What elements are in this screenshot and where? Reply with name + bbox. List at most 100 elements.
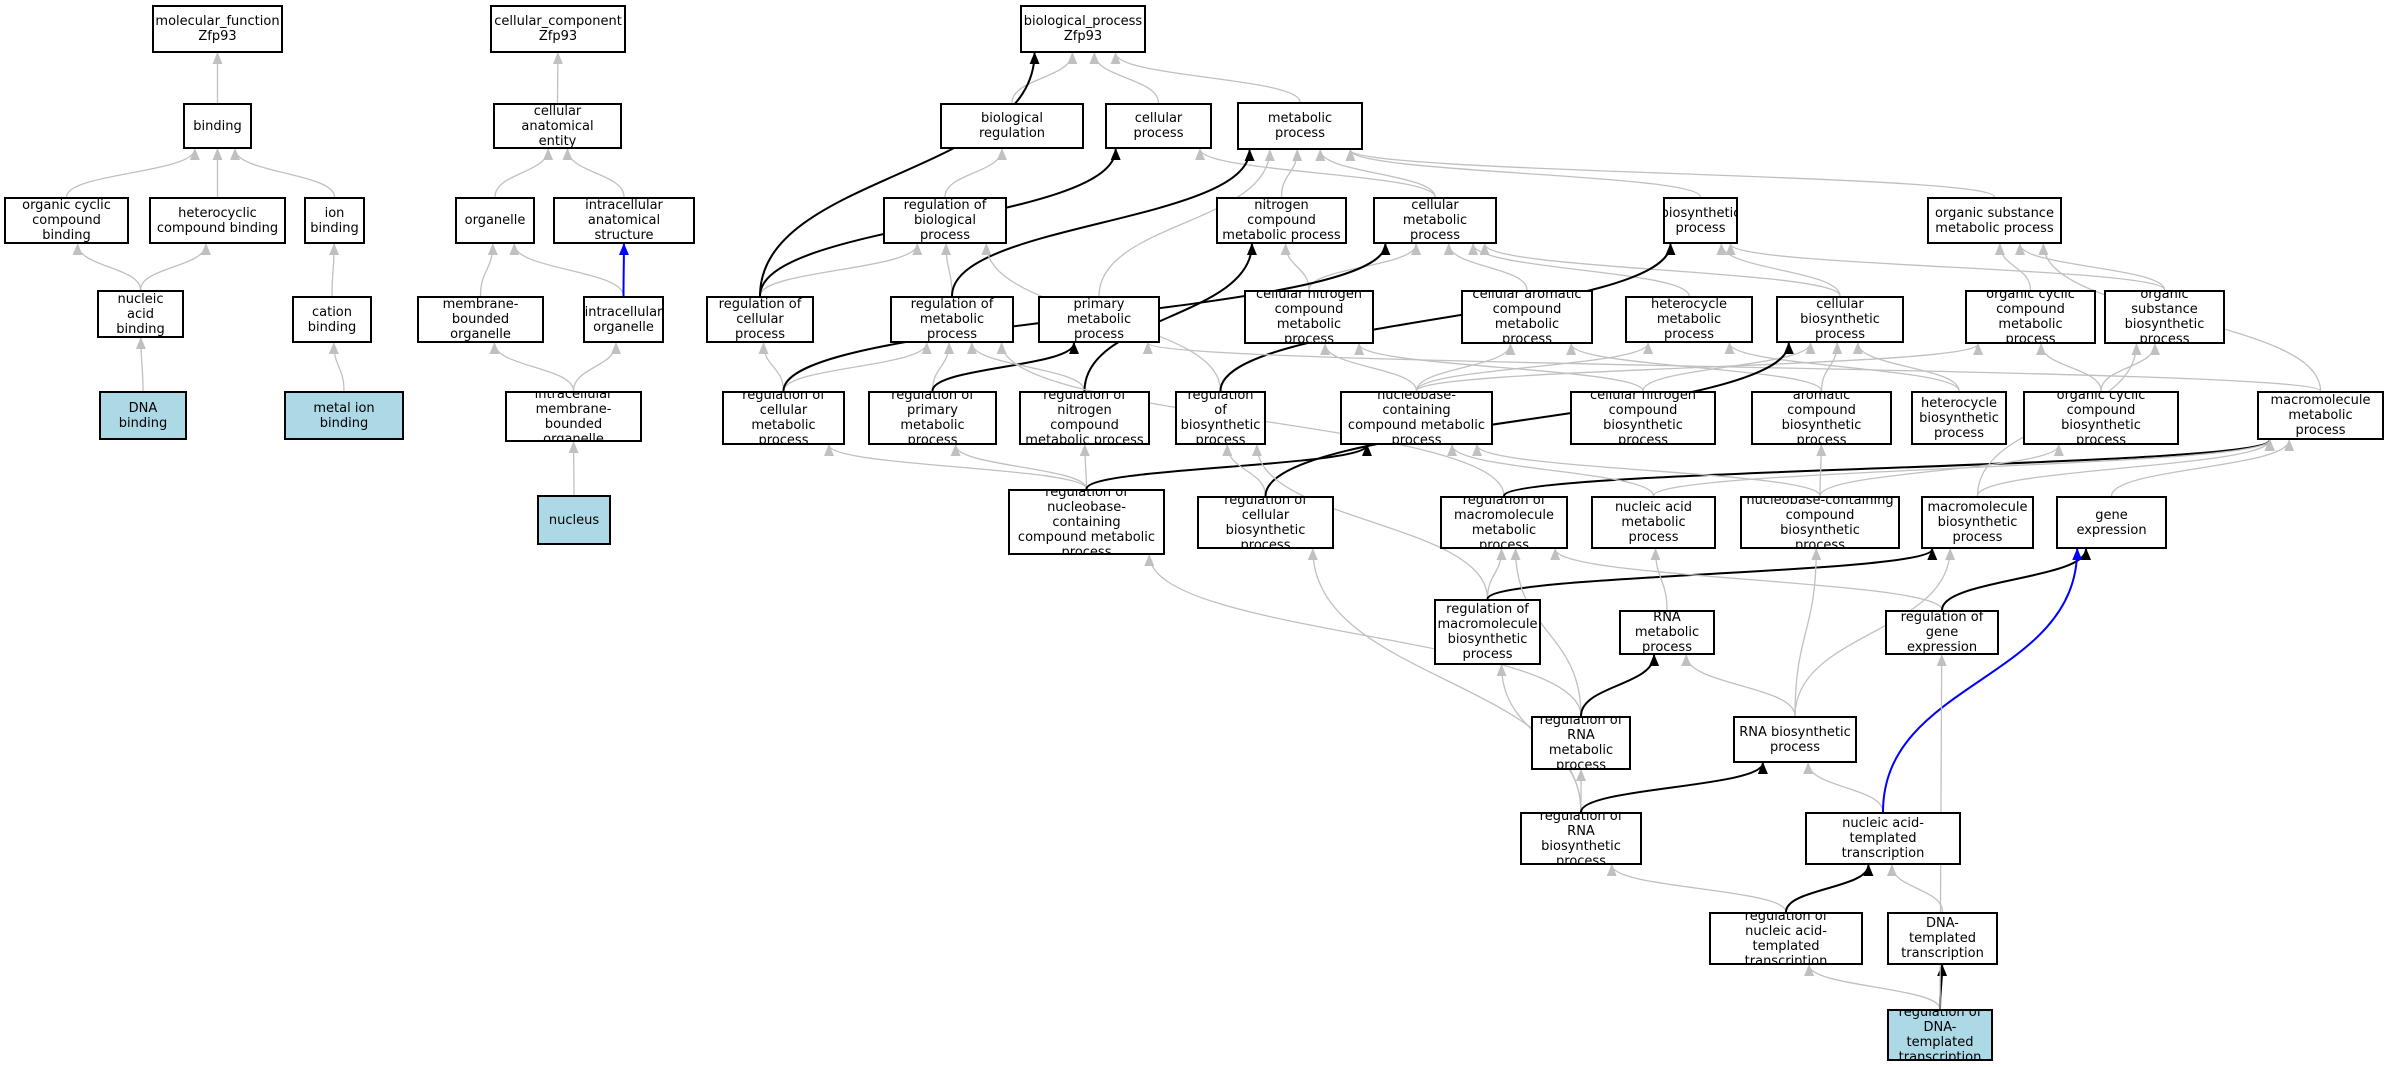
term-node-regcbp[interactable]: regulation of cellular biosynthetic proc… bbox=[1197, 496, 1334, 549]
term-node-regnbcmp[interactable]: regulation of nucleobase-containing comp… bbox=[1008, 489, 1165, 555]
term-node-regmacbp[interactable]: regulation of macromolecule biosynthetic… bbox=[1434, 599, 1541, 665]
term-node-regrnamp[interactable]: regulation of RNA metabolic process bbox=[1531, 716, 1631, 770]
term-node-hcb[interactable]: heterocyclic compound binding bbox=[149, 197, 286, 244]
term-node-macmp[interactable]: macromolecule metabolic process bbox=[2257, 391, 2384, 440]
edge-regcbp-to-cbp bbox=[1264, 342, 1794, 497]
edge-regrnabp-to-regcbp bbox=[1307, 548, 1582, 813]
edge-regrnamp-to-rnamp bbox=[1580, 654, 1660, 717]
edge-cacmp-to-cmp bbox=[1443, 243, 1528, 291]
edge-ionb-to-binding bbox=[230, 148, 336, 198]
edge-regcbp-to-regbios bbox=[1222, 444, 1267, 497]
edge-nbcbp-to-occbp bbox=[1819, 444, 2064, 497]
term-node-regdnatt[interactable]: regulation of DNA-templated transcriptio… bbox=[1887, 1009, 1993, 1061]
edge-occbp-to-osbp bbox=[2100, 343, 2160, 392]
term-node-acbp[interactable]: aromatic compound biosynthetic process bbox=[1751, 391, 1892, 445]
edge-regmacbp-to-regbios bbox=[1251, 444, 1489, 600]
term-node-organelle[interactable]: organelle bbox=[455, 197, 535, 244]
edge-cproc-to-bp bbox=[1089, 52, 1160, 104]
term-node-ionb[interactable]: ion binding bbox=[304, 197, 365, 244]
term-node-regbp[interactable]: regulation of biological process bbox=[883, 197, 1007, 244]
term-node-breg[interactable]: biological regulation bbox=[940, 103, 1084, 149]
edge-regcmp-to-regcp bbox=[758, 342, 785, 392]
term-node-regnatt[interactable]: regulation of nucleic acid-templated tra… bbox=[1709, 912, 1863, 965]
edge-rnabp-to-rnamp bbox=[1681, 654, 1796, 717]
edge-cncmp-to-ncmp bbox=[1280, 243, 1310, 291]
term-node-bp[interactable]: biological_process Zfp93 bbox=[1020, 5, 1146, 53]
edge-regncmp-to-regmp bbox=[966, 342, 1086, 392]
edge-pmp-to-metab bbox=[1098, 149, 1275, 297]
term-node-nbcbp[interactable]: nucleobase-containing compound biosynthe… bbox=[1740, 496, 1900, 549]
term-node-regrnabp[interactable]: regulation of RNA biosynthetic process bbox=[1520, 812, 1642, 865]
term-node-rnabp[interactable]: RNA biosynthetic process bbox=[1733, 716, 1857, 763]
term-node-gexp[interactable]: gene expression bbox=[2056, 496, 2167, 549]
term-node-mf[interactable]: molecular_function Zfp93 bbox=[152, 5, 283, 53]
term-node-dnab[interactable]: DNA binding bbox=[99, 391, 187, 440]
edge-regmp-to-regbp bbox=[941, 243, 953, 297]
edge-regcp-to-regbp bbox=[759, 243, 923, 297]
term-node-cncbp[interactable]: cellular nitrogen compound biosynthetic … bbox=[1570, 391, 1716, 445]
term-node-reggexp[interactable]: regulation of gene expression bbox=[1885, 610, 1999, 655]
term-node-dnatt[interactable]: DNA-templated transcription bbox=[1887, 912, 1998, 965]
edge-imbo-to-mbo bbox=[489, 342, 575, 392]
term-node-regcp[interactable]: regulation of cellular process bbox=[706, 296, 814, 343]
edge-regcp-to-bp bbox=[759, 52, 1040, 297]
term-node-binding[interactable]: binding bbox=[183, 103, 252, 149]
edge-nbcbp-to-acbp bbox=[1816, 444, 1827, 497]
edge-regnbcmp-to-regncmp bbox=[1079, 444, 1090, 490]
term-node-imbo[interactable]: intracellular membrane-bounded organelle bbox=[505, 391, 642, 442]
edge-nbcbp-to-nbcmp bbox=[1472, 444, 1821, 497]
term-node-cmp[interactable]: cellular metabolic process bbox=[1373, 197, 1497, 244]
edges-layer bbox=[65, 52, 2322, 1010]
term-node-metab[interactable]: metabolic process bbox=[1237, 102, 1363, 150]
term-node-ias[interactable]: intracellular anatomical structure bbox=[553, 197, 695, 244]
edge-regpmp-to-regmp bbox=[931, 342, 955, 392]
term-node-metalb[interactable]: metal ion binding bbox=[284, 391, 404, 440]
edge-regrnabp-to-rnabp bbox=[1580, 762, 1768, 813]
term-node-ocb[interactable]: organic cyclic compound binding bbox=[4, 197, 129, 244]
term-node-nbcmp[interactable]: nucleobase-containing compound metabolic… bbox=[1340, 391, 1493, 445]
edge-reggexp-to-regmacmp bbox=[1550, 548, 1943, 611]
term-node-cproc[interactable]: cellular process bbox=[1105, 103, 1212, 149]
edge-acbp-to-cbp bbox=[1820, 342, 1843, 392]
term-node-io[interactable]: intracellular organelle bbox=[583, 296, 664, 343]
edge-cationb-to-ionb bbox=[329, 243, 340, 297]
edge-nbcmp-to-cacmp bbox=[1415, 343, 1516, 392]
term-node-regmacmp[interactable]: regulation of macromolecule metabolic pr… bbox=[1440, 496, 1568, 549]
term-node-occbp[interactable]: organic cyclic compound biosynthetic pro… bbox=[2023, 391, 2179, 445]
term-node-hmp[interactable]: heterocycle metabolic process bbox=[1625, 296, 1753, 343]
term-node-rnamp[interactable]: RNA metabolic process bbox=[1619, 610, 1715, 655]
edge-macmp-to-pmp bbox=[1143, 342, 2322, 392]
edge-regcmp-to-regmp bbox=[782, 342, 932, 392]
term-node-regcmp[interactable]: regulation of cellular metabolic process bbox=[722, 391, 845, 445]
term-node-namp[interactable]: nucleic acid metabolic process bbox=[1591, 496, 1716, 549]
term-node-cae[interactable]: cellular anatomical entity bbox=[493, 103, 622, 149]
term-node-bios[interactable]: biosynthetic process bbox=[1663, 197, 1738, 244]
term-node-regbios[interactable]: regulation of biosynthetic process bbox=[1175, 391, 1266, 445]
term-node-cbp[interactable]: cellular biosynthetic process bbox=[1776, 296, 1904, 343]
edge-regmacbp-to-macbp bbox=[1486, 548, 1938, 600]
edge-io-to-organelle bbox=[509, 243, 625, 297]
term-node-regpmp[interactable]: regulation of primary metabolic process bbox=[868, 391, 997, 445]
term-node-regncmp[interactable]: regulation of nitrogen compound metaboli… bbox=[1019, 391, 1150, 445]
term-node-osmp[interactable]: organic substance metabolic process bbox=[1927, 197, 2062, 244]
edge-nbcmp-to-cncmp bbox=[1320, 343, 1418, 392]
term-node-natt[interactable]: nucleic acid-templated transcription bbox=[1805, 812, 1961, 865]
term-node-cationb[interactable]: cation binding bbox=[292, 296, 372, 343]
term-node-pmp[interactable]: primary metabolic process bbox=[1038, 296, 1160, 343]
term-node-macbp[interactable]: macromolecule biosynthetic process bbox=[1921, 496, 2034, 549]
term-node-nucleus[interactable]: nucleus bbox=[537, 495, 611, 545]
term-node-cc[interactable]: cellular_component Zfp93 bbox=[490, 5, 626, 53]
edge-cmp-to-metab bbox=[1315, 149, 1436, 198]
term-node-occmp[interactable]: organic cyclic compound metabolic proces… bbox=[1965, 290, 2096, 344]
edge-nab-to-ocb bbox=[72, 243, 142, 291]
term-node-ncmp[interactable]: nitrogen compound metabolic process bbox=[1216, 197, 1347, 244]
term-node-cacmp[interactable]: cellular aromatic compound metabolic pro… bbox=[1461, 290, 1593, 344]
term-node-osbp[interactable]: organic substance biosynthetic process bbox=[2104, 290, 2225, 344]
term-node-hbp[interactable]: heterocycle biosynthetic process bbox=[1911, 391, 2007, 445]
edge-regbios-to-bios bbox=[1219, 243, 1676, 392]
term-node-regmp[interactable]: regulation of metabolic process bbox=[890, 296, 1014, 343]
term-node-nab[interactable]: nucleic acid binding bbox=[97, 290, 184, 338]
edge-ias-to-cae bbox=[562, 148, 625, 198]
term-node-mbo[interactable]: membrane-bounded organelle bbox=[417, 296, 544, 343]
term-node-cncmp[interactable]: cellular nitrogen compound metabolic pro… bbox=[1244, 290, 1374, 344]
